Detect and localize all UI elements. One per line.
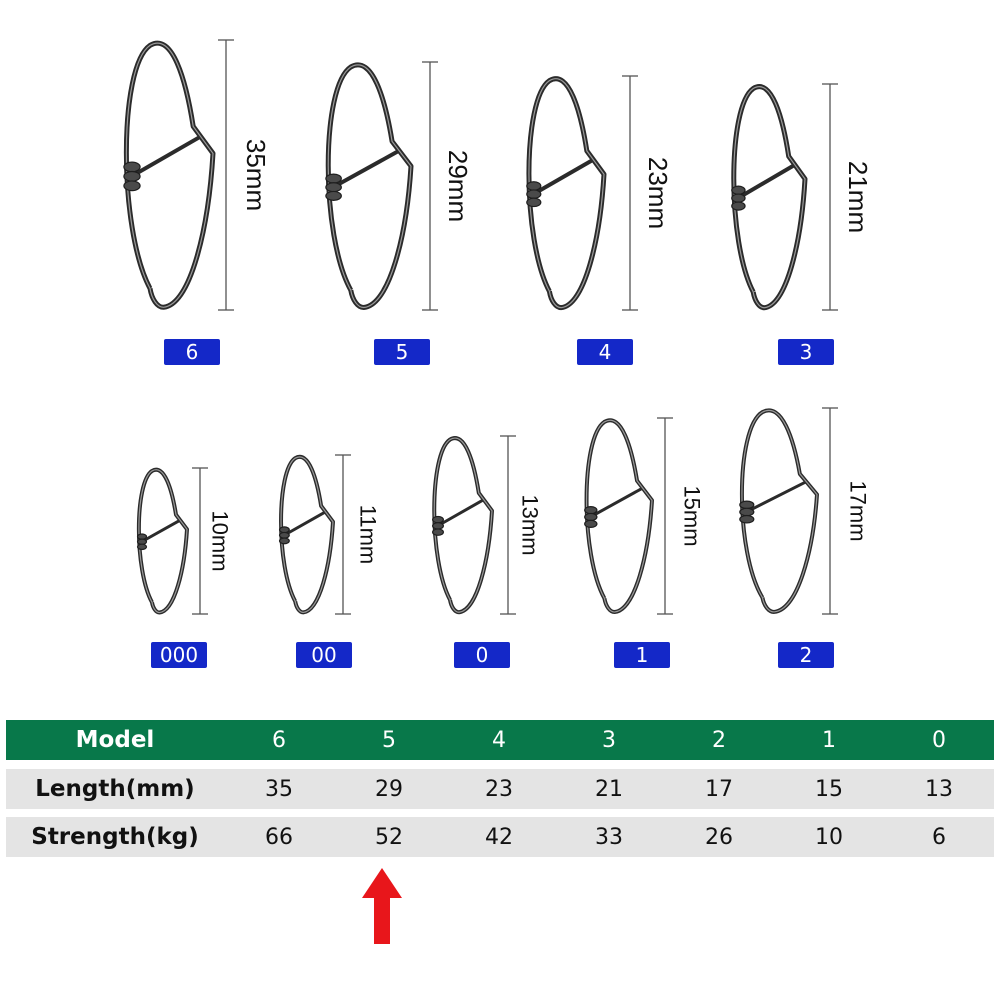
table-cell: 42 [485, 824, 513, 850]
snap-coil-turn [584, 519, 598, 528]
snap-clasp-wire [738, 163, 795, 199]
snap-wire-highlight [585, 419, 653, 613]
row-label: Strength(kg) [31, 824, 199, 850]
header-cell: 4 [492, 727, 506, 753]
snap-coil-turn [325, 190, 342, 201]
snap-coil-turn [278, 531, 290, 539]
snap-coil-turn [123, 161, 141, 173]
snap-coil-turn [325, 173, 342, 184]
snap-coil-turn [123, 180, 141, 192]
model-badge-0: 0 [454, 642, 510, 668]
table-cell: 35 [265, 776, 293, 802]
snap-coil-turn [731, 193, 746, 203]
header-cell: 2 [712, 727, 726, 753]
size-label: 15mm [680, 485, 705, 546]
snap-wire-highlight [327, 64, 412, 309]
snap-clasp-wire [747, 480, 806, 513]
snap-coil-turn [731, 201, 746, 211]
snap-coil-turn [432, 522, 445, 530]
snap-wire-highlight [125, 42, 214, 308]
size-label: 23mm [643, 157, 673, 229]
table-header-row: Model 6 5 4 3 2 1 0 [6, 720, 994, 760]
header-cell: 3 [602, 727, 616, 753]
snap-coil-turn [731, 185, 746, 195]
snap-coil-turn [584, 505, 598, 515]
table-cell: 15 [815, 776, 843, 802]
table-cell: 10 [815, 824, 843, 850]
snap-coil-turn [278, 526, 290, 534]
snap-clasp-wire [284, 510, 326, 536]
snap-coil-turn [739, 507, 755, 517]
table-cell: 23 [485, 776, 513, 802]
model-badge-6: 6 [164, 339, 220, 365]
snap-coil-turn [432, 515, 445, 524]
snap-coil-turn [136, 538, 148, 545]
snap-clasp-wire [334, 149, 400, 188]
row-label: Length(mm) [35, 776, 195, 802]
size-label: 17mm [846, 480, 871, 541]
header-cell: 1 [822, 727, 836, 753]
model-badge-000: 000 [151, 642, 207, 668]
snap-coil-turn [325, 182, 342, 193]
table-cell: 26 [705, 824, 733, 850]
table-cell: 21 [595, 776, 623, 802]
model-badge-5: 5 [374, 339, 430, 365]
table-row: Length(mm) 35 29 23 21 17 15 13 [6, 769, 994, 809]
table-cell: 33 [595, 824, 623, 850]
size-label: 35mm [241, 139, 271, 211]
table-cell: 17 [705, 776, 733, 802]
model-badge-4: 4 [577, 339, 633, 365]
header-cell: 0 [932, 727, 946, 753]
snap-coil-turn [432, 528, 445, 536]
snap-clasp-wire [132, 135, 201, 177]
table-row: Strength(kg) 66 52 42 33 26 10 6 [6, 817, 994, 857]
snap-coil-turn [526, 197, 542, 208]
size-label: 21mm [843, 161, 873, 233]
header-cell: 6 [272, 727, 286, 753]
snap-coil-turn [136, 533, 148, 540]
up-arrow-icon [362, 868, 402, 944]
snap-wire-highlight [733, 86, 806, 309]
snap-clasp-wire [534, 158, 594, 195]
header-cell: 5 [382, 727, 396, 753]
table-cell: 66 [265, 824, 293, 850]
snap-wire-highlight [433, 437, 493, 613]
snap-wire-highlight [280, 456, 334, 614]
model-badge-3: 3 [778, 339, 834, 365]
snap-wire-highlight [138, 469, 188, 614]
header-label: Model [75, 727, 155, 753]
snap-coil-turn [278, 537, 290, 545]
model-badge-2: 2 [778, 642, 834, 668]
snap-illustrations: 35mm 29mm 23mm 21mm 10mm 11mm 13mm 15mm 17mm [123, 39, 873, 615]
table-cell: 13 [925, 776, 953, 802]
snap-clasp-wire [591, 487, 643, 518]
size-label: 29mm [443, 150, 473, 222]
snap-coil-turn [739, 500, 755, 510]
size-label: 10mm [208, 510, 233, 571]
model-badge-00: 00 [296, 642, 352, 668]
snap-coil-turn [136, 543, 148, 551]
table-cell: 29 [375, 776, 403, 802]
snap-wire-highlight [528, 78, 605, 309]
snap-wire-highlight [741, 409, 818, 613]
snap-coil-turn [739, 514, 755, 524]
table-cell: 6 [932, 824, 946, 850]
snap-coil-turn [584, 512, 598, 522]
model-badge-1: 1 [614, 642, 670, 668]
size-label: 11mm [356, 505, 381, 565]
snap-coil-turn [526, 181, 542, 191]
size-label: 13mm [518, 494, 543, 555]
snap-coil-turn [123, 170, 141, 182]
snap-coil-turn [526, 189, 542, 199]
snap-clasp-wire [142, 519, 181, 543]
table-cell: 52 [375, 824, 403, 850]
snap-clasp-wire [438, 498, 484, 527]
